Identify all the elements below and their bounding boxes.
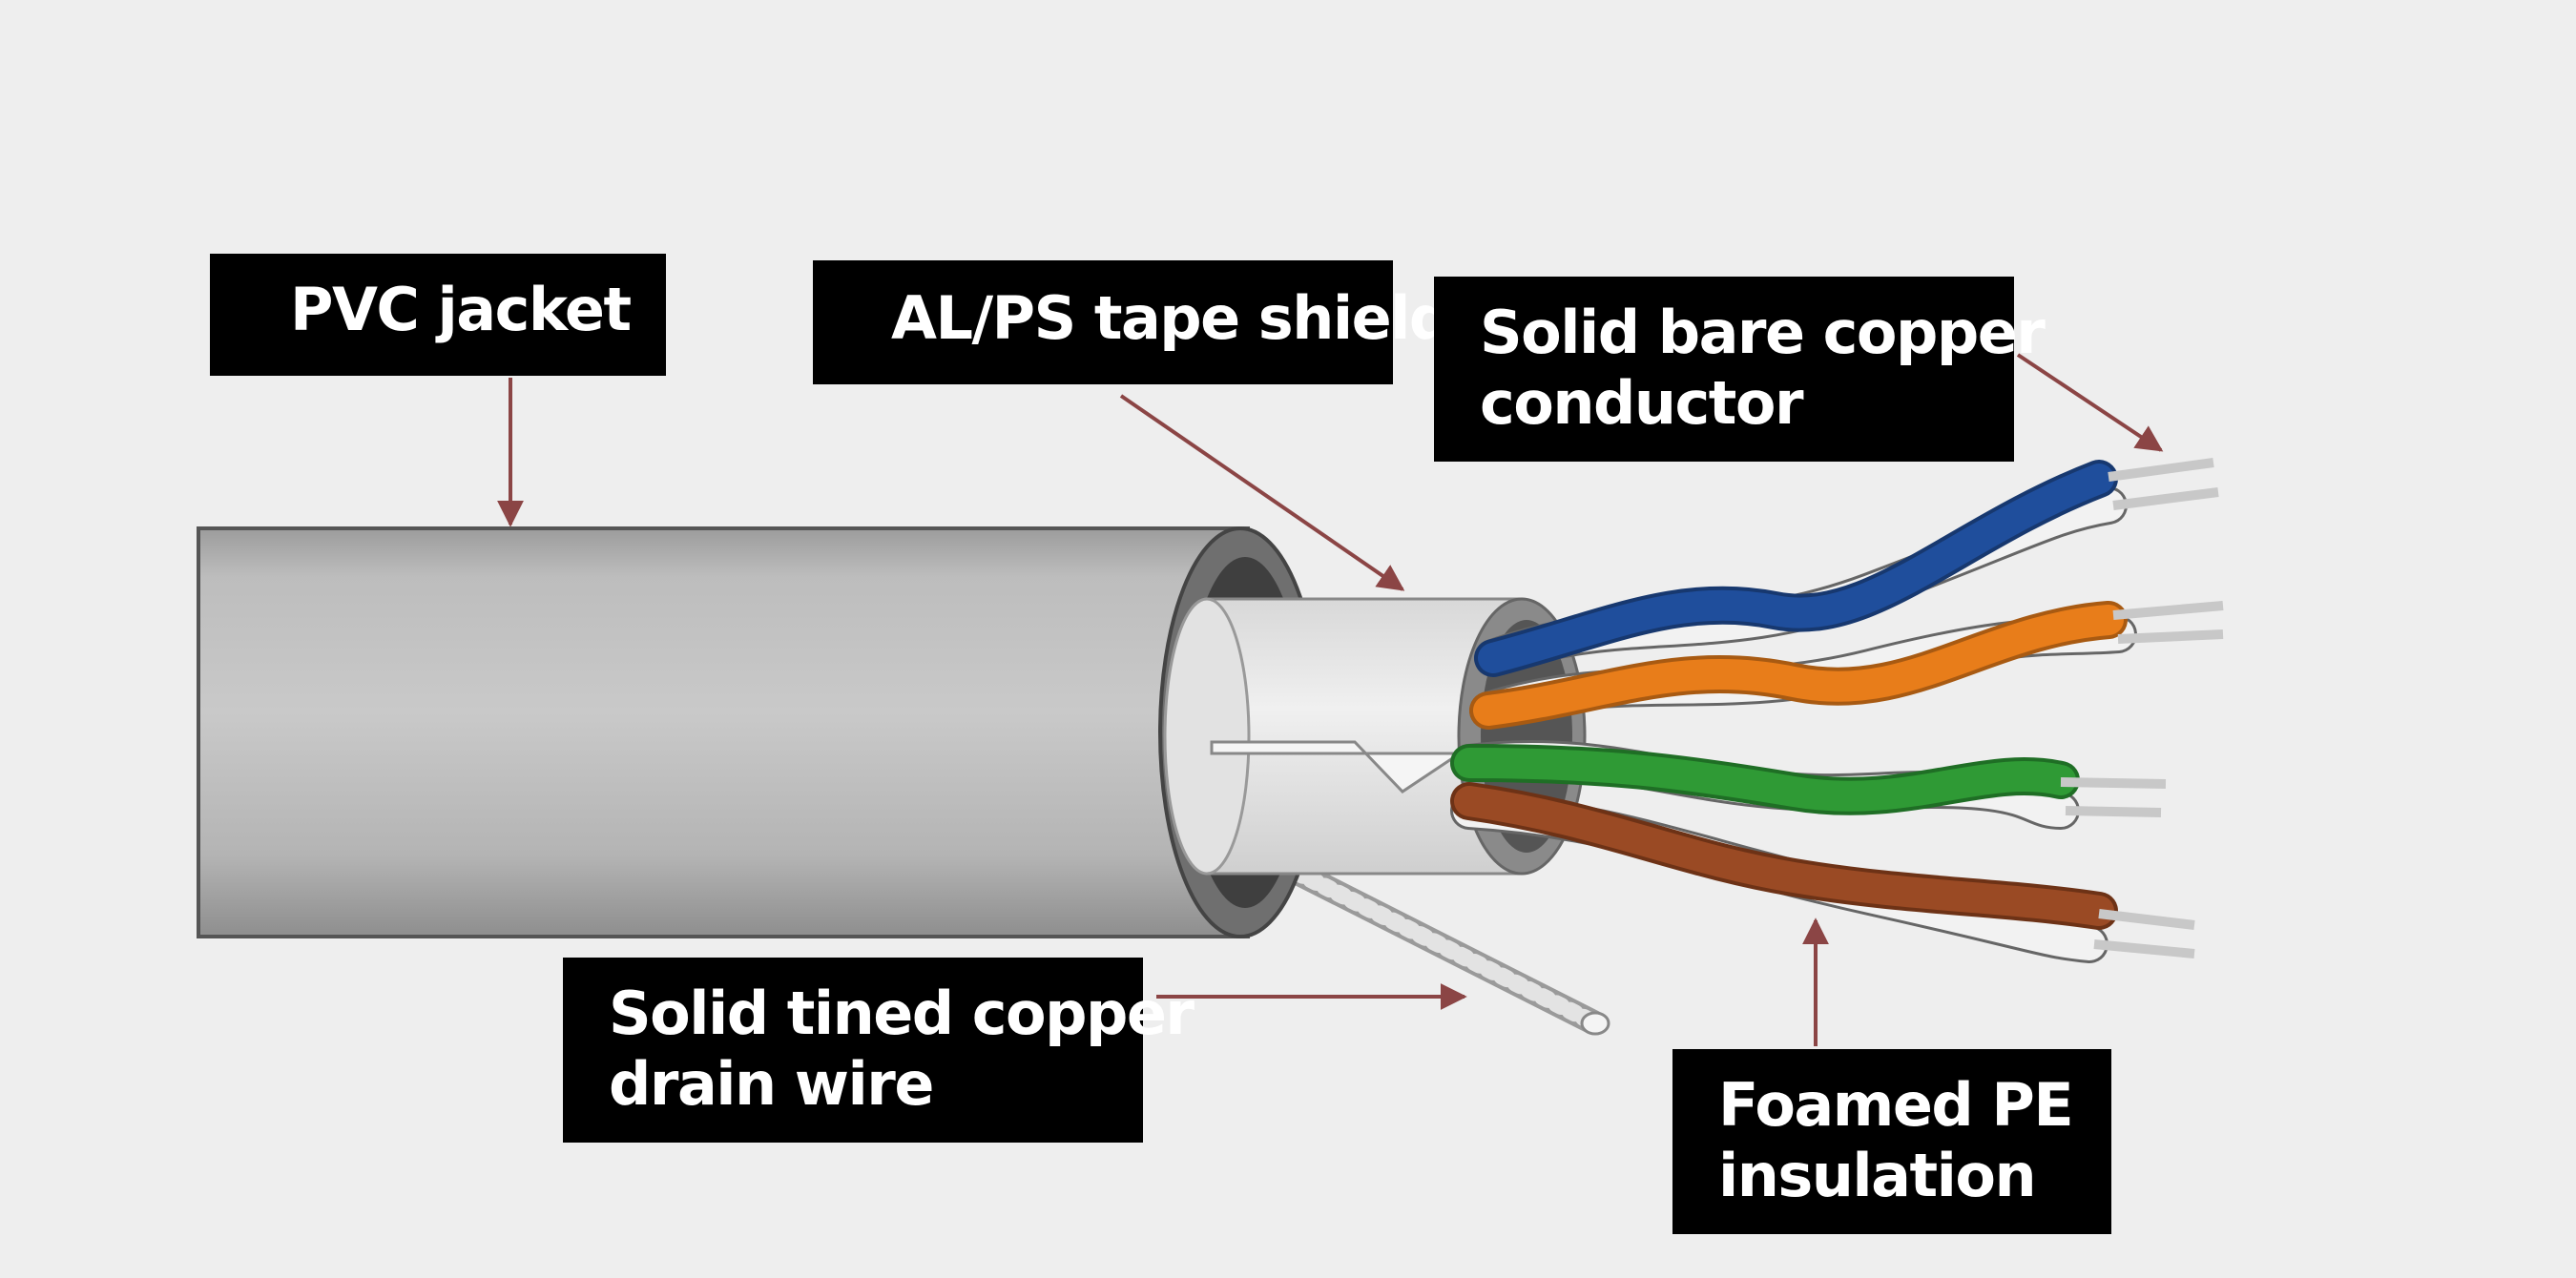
arrow-conductor (2016, 353, 2164, 452)
label-conductor-line-1: Solid bare copper (1480, 298, 2046, 367)
callout-arrows (497, 353, 2164, 1046)
label-insulation-line-1: Foamed PE (1718, 1070, 2074, 1140)
label-drain-wire-line-1: Solid tined copper (609, 979, 1195, 1048)
pair-blue (1474, 458, 2219, 677)
label-pvc-jacket-text: PVC jacket (290, 275, 632, 344)
label-conductor: Solid bare copper conductor (1434, 277, 2046, 462)
arrow-tape-shield (1119, 394, 1405, 591)
label-tape-shield: AL/PS tape shield (813, 260, 1451, 384)
label-tape-shield-text: AL/PS tape shield (891, 283, 1451, 353)
label-insulation-line-2: insulation (1718, 1141, 2037, 1210)
pair-orange (1469, 601, 2224, 730)
label-conductor-line-2: conductor (1480, 368, 1804, 438)
label-drain-wire: Solid tined copper drain wire (563, 958, 1195, 1143)
pair-brown (1450, 782, 2195, 963)
pair-green (1450, 739, 2167, 830)
label-drain-wire-line-2: drain wire (609, 1049, 934, 1119)
label-pvc-jacket: PVC jacket (210, 254, 666, 376)
label-insulation: Foamed PE insulation (1672, 1049, 2111, 1234)
pvc-jacket (197, 526, 1322, 938)
drain-wire (1285, 860, 1610, 1036)
